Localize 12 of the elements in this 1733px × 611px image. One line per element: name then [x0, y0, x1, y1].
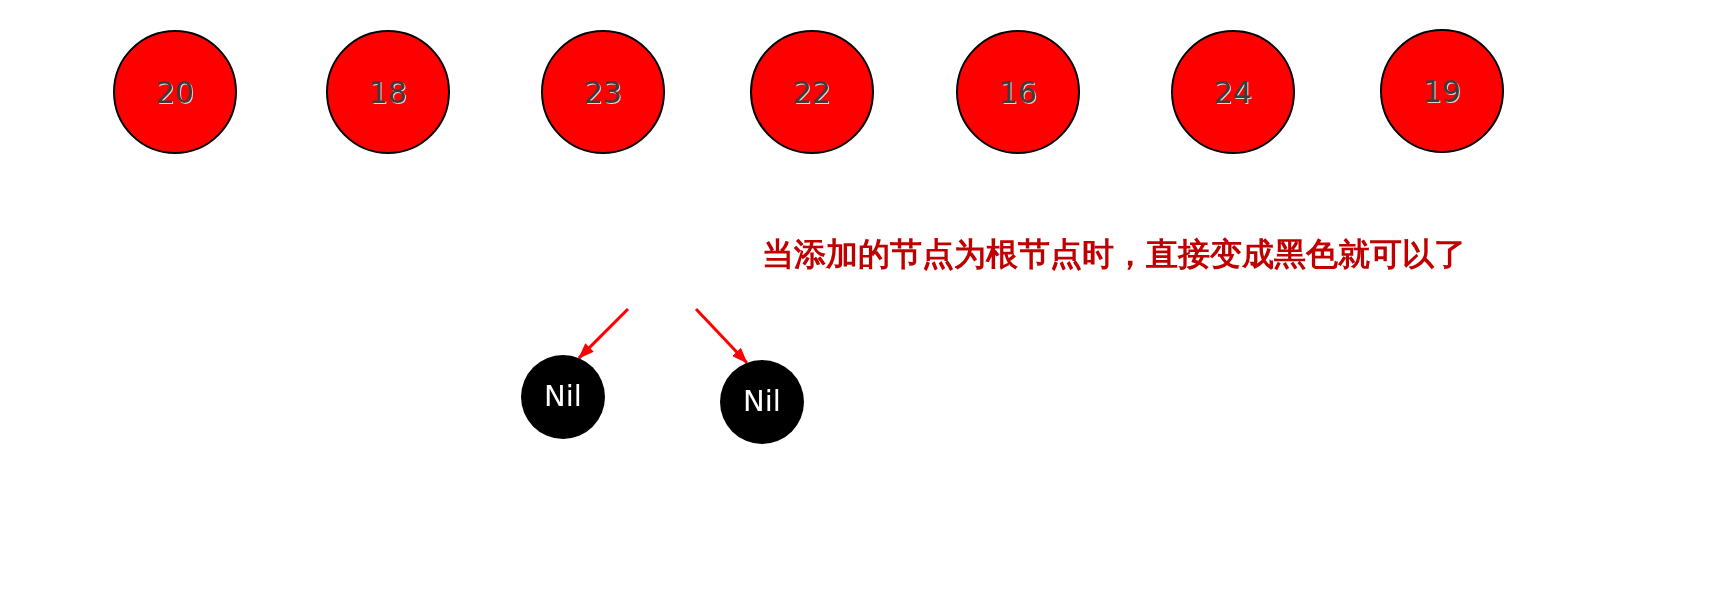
node-value: 19: [1422, 74, 1462, 108]
node-value: 16: [998, 75, 1038, 109]
node-value: 24: [1213, 75, 1253, 109]
arrow: [694, 307, 748, 364]
arrow: [577, 307, 630, 360]
node-value: 20: [155, 75, 195, 109]
nil-label: Nil: [544, 381, 582, 413]
node-value: 22: [792, 75, 832, 109]
annotation-text: 当添加的节点为根节点时，直接变成黑色就可以了: [762, 235, 1466, 274]
nil-label: Nil: [743, 386, 781, 418]
node-value: 18: [368, 75, 408, 109]
node-value: 23: [583, 75, 623, 109]
